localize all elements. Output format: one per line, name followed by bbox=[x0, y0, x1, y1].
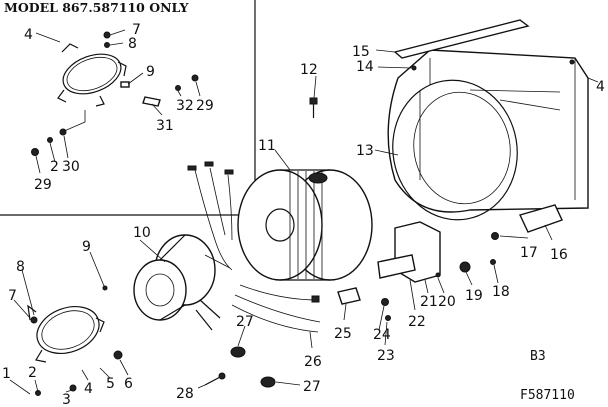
callout-7-inset: 7 bbox=[132, 22, 141, 38]
housing-screw bbox=[411, 65, 417, 71]
set-screw bbox=[309, 97, 318, 118]
callout-21: 21 bbox=[420, 294, 438, 310]
callout-4-housing: 4 bbox=[596, 79, 605, 95]
grommet-19 bbox=[459, 261, 471, 273]
blower-housing bbox=[387, 19, 589, 221]
relay-block bbox=[377, 254, 416, 279]
callout-1: 1 bbox=[2, 366, 11, 382]
inset-title: MODEL 867.587110 ONLY bbox=[4, 0, 190, 15]
bolt-28-head bbox=[218, 372, 226, 380]
wire-connector bbox=[311, 295, 320, 303]
callout-7-main: 7 bbox=[8, 288, 17, 304]
callout-16: 16 bbox=[550, 247, 568, 263]
wire-terminal-2 bbox=[204, 161, 214, 167]
inset-capacitor-strap bbox=[142, 96, 161, 107]
callout-11: 11 bbox=[258, 138, 276, 154]
terminal-block-25 bbox=[337, 287, 361, 305]
inset-washer-2 bbox=[47, 137, 53, 143]
callout-12: 12 bbox=[300, 62, 318, 78]
callout-27-upper: 27 bbox=[236, 314, 254, 330]
figure-code: F587110 bbox=[520, 388, 575, 403]
callout-23: 23 bbox=[377, 348, 395, 364]
blower-wheel bbox=[237, 169, 373, 281]
callout-19: 19 bbox=[465, 288, 483, 304]
clamp-27-lower bbox=[260, 376, 276, 388]
callout-2-main: 2 bbox=[28, 365, 37, 381]
callout-27-lower: 27 bbox=[303, 379, 321, 395]
nut-3 bbox=[69, 384, 77, 392]
wheel-hub bbox=[308, 172, 328, 184]
callout-26: 26 bbox=[304, 354, 322, 370]
inset-nut-29 bbox=[191, 74, 199, 82]
inset-nut bbox=[103, 31, 111, 39]
nut-24 bbox=[381, 298, 389, 306]
callout-28: 28 bbox=[176, 386, 194, 402]
motor-mount-lower bbox=[27, 304, 105, 363]
capacitor bbox=[519, 204, 563, 233]
callout-20: 20 bbox=[438, 294, 456, 310]
callout-2-inset: 2 bbox=[50, 159, 59, 175]
callout-9-inset: 9 bbox=[146, 64, 155, 80]
inset-washer bbox=[104, 42, 110, 48]
control-bracket bbox=[337, 204, 563, 321]
callout-8-main: 8 bbox=[16, 259, 25, 275]
callout-29-inset-top: 29 bbox=[196, 98, 214, 114]
mount-nut bbox=[30, 316, 38, 324]
capacitor-strap-nut bbox=[491, 232, 499, 240]
screw-23 bbox=[385, 315, 391, 321]
wire-terminal-3 bbox=[224, 169, 234, 175]
screw-20 bbox=[435, 272, 441, 278]
top-rail bbox=[393, 19, 530, 59]
callout-24: 24 bbox=[373, 327, 391, 343]
callout-31: 31 bbox=[156, 118, 174, 134]
inset-nut-29-bottom bbox=[31, 148, 39, 156]
callout-4-inset: 4 bbox=[24, 27, 33, 43]
callout-22: 22 bbox=[408, 314, 426, 330]
callout-4-main: 4 bbox=[84, 381, 93, 397]
inset-clip bbox=[120, 81, 130, 88]
inset-motor-mount bbox=[57, 43, 127, 107]
inset-washer-32 bbox=[175, 85, 181, 91]
callout-15: 15 bbox=[352, 44, 370, 60]
callout-25: 25 bbox=[334, 326, 352, 342]
callout-29-inset-bottom: 29 bbox=[34, 177, 52, 193]
blower-motor bbox=[133, 234, 231, 331]
callout-8-inset: 8 bbox=[128, 36, 137, 52]
screw-18 bbox=[490, 259, 496, 265]
callout-9-main: 9 bbox=[82, 239, 91, 255]
callout-3: 3 bbox=[62, 392, 71, 407]
clamp-27-upper bbox=[230, 346, 246, 358]
wire-terminal bbox=[187, 165, 197, 171]
callout-14: 14 bbox=[356, 59, 374, 75]
wiring-harness bbox=[187, 161, 321, 333]
pin-9 bbox=[102, 285, 108, 291]
sheet-code: B3 bbox=[530, 349, 546, 364]
callout-30: 30 bbox=[62, 159, 80, 175]
callout-10: 10 bbox=[133, 225, 151, 241]
housing-screw-right bbox=[569, 59, 575, 65]
nut-6 bbox=[113, 350, 123, 360]
lower-hardware bbox=[35, 285, 276, 396]
callout-13: 13 bbox=[356, 143, 374, 159]
callout-6: 6 bbox=[124, 376, 133, 392]
leader-lines bbox=[9, 49, 599, 395]
callout-17: 17 bbox=[520, 245, 538, 261]
callout-5: 5 bbox=[106, 376, 115, 392]
callout-18: 18 bbox=[492, 284, 510, 300]
callout-32: 32 bbox=[176, 98, 194, 114]
model-inset: MODEL 867.587110 ONLY 4 bbox=[0, 0, 256, 216]
